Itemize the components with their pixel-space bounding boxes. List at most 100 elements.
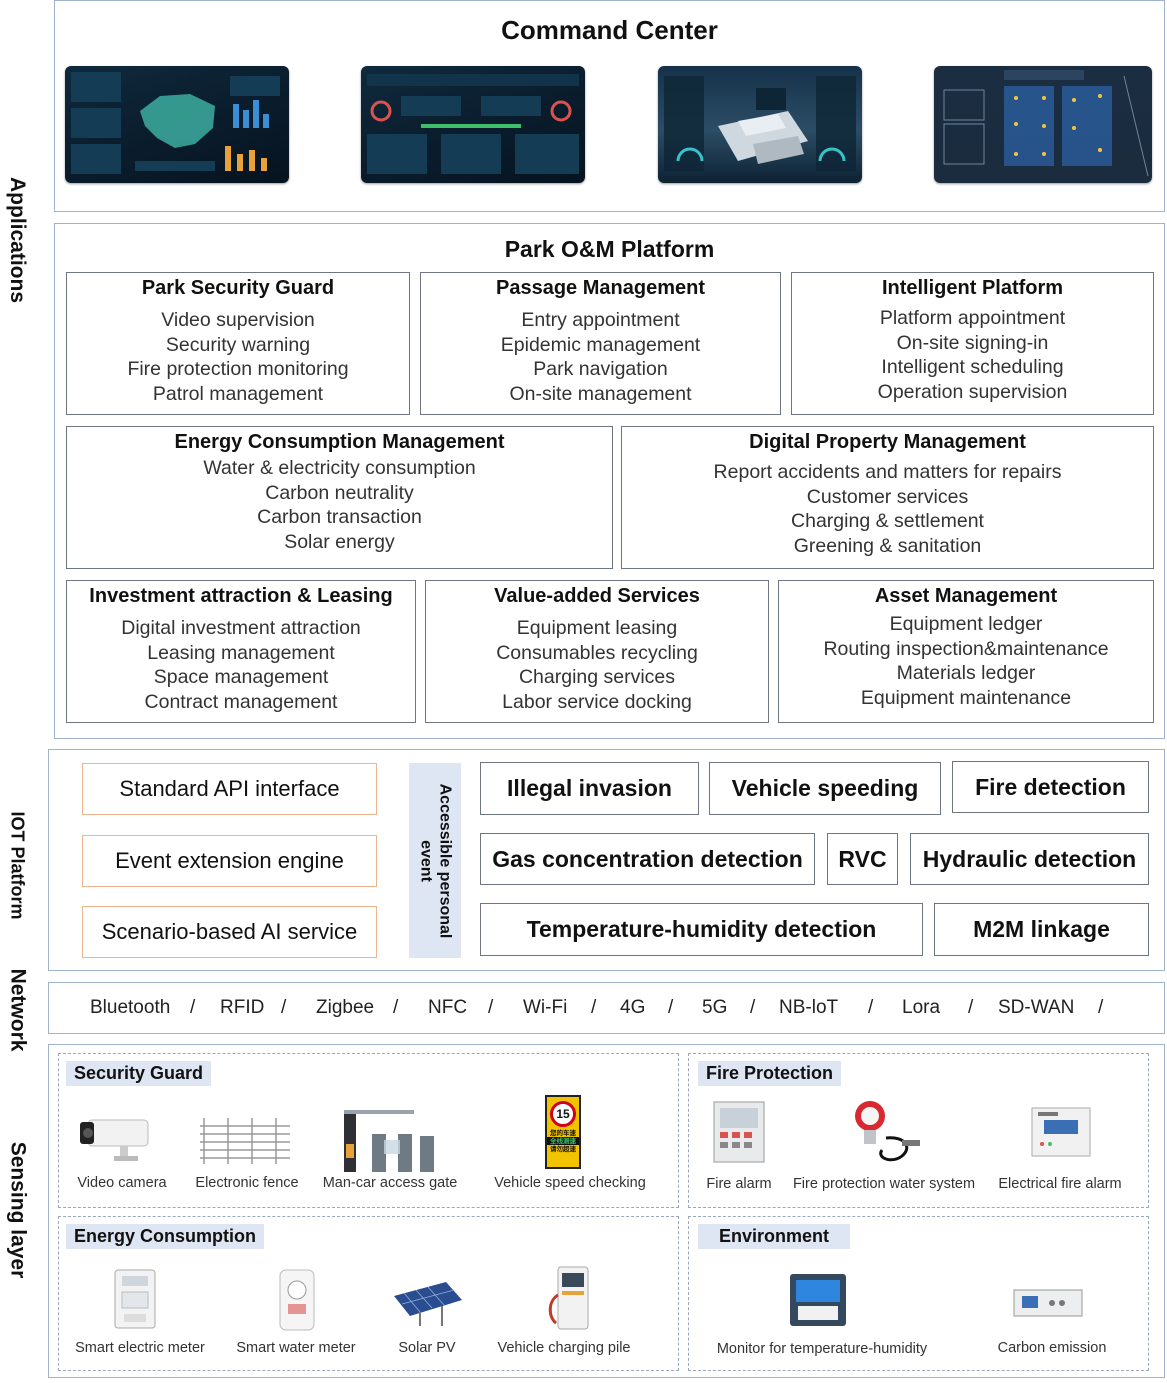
event-fire-detection: Fire detection: [952, 761, 1149, 813]
module-title: Asset Management: [874, 585, 1058, 607]
protocol-sd-wan: SD-WAN: [998, 997, 1075, 1018]
device-label: Carbon emission: [997, 1340, 1107, 1356]
module-item: Labor service docking: [502, 690, 692, 713]
applications-side-label: Applications: [6, 176, 30, 304]
device-label: Smart electric meter: [75, 1340, 205, 1356]
solar-panel-icon: [394, 1282, 462, 1326]
speed-sign-line1: 您的车速: [550, 1129, 576, 1137]
protocol-4g: 4G: [620, 997, 646, 1018]
service-scenario-ai: Scenario-based AI service: [82, 906, 377, 958]
speed-sign-line3: 请勿超速: [550, 1145, 576, 1153]
module-item: Customer services: [806, 485, 969, 508]
map-dashboard-graphic: [71, 72, 280, 174]
module-item: Charging & settlement: [791, 510, 984, 532]
event-m2m-linkage: M2M linkage: [934, 903, 1149, 956]
carbon-emission-analyzer-icon: [1013, 1289, 1083, 1317]
service-standard-api: Standard API interface: [82, 763, 377, 815]
electronic-fence-icon: [200, 1118, 290, 1164]
network-panel: [48, 982, 1165, 1034]
module-item: Park navigation: [533, 358, 668, 380]
module-asset-management: Asset Management Equipment ledger Routin…: [778, 580, 1154, 723]
module-title: Passage Management: [496, 277, 705, 299]
dashboard-screenshot-gauges: [361, 66, 585, 183]
accessible-event-band: Accessible personal event: [409, 763, 461, 958]
electric-meter-icon: [114, 1269, 156, 1329]
module-item: Report accidents and matters for repairs: [713, 461, 1062, 483]
separator: /: [668, 997, 674, 1018]
speed-limit-number: 15: [550, 1101, 576, 1127]
module-item: Water & electricity consumption: [203, 457, 476, 479]
protocol-rfid: RFID: [220, 997, 265, 1018]
separator: /: [868, 997, 874, 1018]
speed-sign-line2: 全线测速: [547, 1137, 579, 1145]
module-title: Value-added Services: [494, 585, 700, 607]
module-item: Intelligent scheduling: [881, 356, 1064, 378]
energy-consumption-tag: Energy Consumption: [66, 1224, 265, 1249]
om-platform-title: Park O&M Platform: [504, 236, 715, 262]
protocol-bluetooth: Bluetooth: [90, 997, 171, 1018]
network-protocol-list: Bluetooth / RFID / Zigbee / NFC / Wi-Fi …: [48, 982, 1165, 1034]
module-title: Digital Property Management: [749, 431, 1026, 453]
device-label: Solar PV: [398, 1340, 456, 1356]
water-pressure-sensor-icon: [855, 1101, 920, 1162]
band-label-line1: Accessible personal: [436, 783, 453, 938]
gauge-dashboard-graphic: [367, 74, 579, 174]
module-item: Consumables recycling: [496, 641, 698, 664]
event-hydraulic-detection: Hydraulic detection: [910, 833, 1149, 885]
module-item: Carbon neutrality: [265, 481, 414, 504]
separator: /: [190, 997, 196, 1018]
protocol-wifi: Wi-Fi: [523, 997, 568, 1018]
network-side-label: Network: [6, 968, 30, 1052]
module-title: Park Security Guard: [141, 277, 335, 299]
water-meter-icon: [279, 1269, 315, 1331]
electrical-fire-alarm-icon: [1031, 1107, 1091, 1157]
event-rvc: RVC: [827, 833, 898, 885]
separator: /: [591, 997, 597, 1018]
module-item: Contract management: [144, 690, 338, 713]
command-center-title: Command Center: [501, 15, 718, 45]
device-label: Electronic fence: [195, 1175, 299, 1191]
dashboard-screenshot-map: [65, 66, 289, 183]
dashboard-screenshot-3d-park: [658, 66, 862, 183]
module-item: Security warning: [165, 333, 311, 356]
protocol-5g: 5G: [702, 997, 728, 1018]
separator: /: [281, 997, 287, 1018]
device-label: Vehicle charging pile: [497, 1340, 631, 1356]
separator: /: [750, 997, 756, 1018]
sensing-side-label: Sensing layer: [6, 1141, 29, 1279]
module-item: Epidemic management: [500, 333, 701, 356]
module-passage-management: Passage Management Entry appointment Epi…: [420, 272, 781, 415]
temperature-humidity-monitor-icon: [790, 1274, 846, 1326]
event-temperature-humidity: Temperature-humidity detection: [480, 903, 923, 956]
module-item: Operation supervision: [877, 380, 1068, 403]
module-item: Leasing management: [147, 641, 335, 664]
command-center-panel: Command Center: [54, 0, 1165, 212]
protocol-nfc: NFC: [428, 997, 468, 1018]
event-gas-concentration: Gas concentration detection: [480, 833, 815, 885]
protocol-zigbee: Zigbee: [316, 997, 375, 1018]
module-title: Investment attraction & Leasing: [89, 585, 393, 607]
module-investment-attraction-leasing: Investment attraction & Leasing Digital …: [66, 580, 416, 723]
module-value-added-services: Value-added Services Equipment leasing C…: [425, 580, 769, 723]
module-item: Greening & sanitation: [793, 534, 982, 557]
device-label: Electrical fire alarm: [998, 1176, 1122, 1192]
module-item: Equipment maintenance: [860, 686, 1072, 709]
module-title: Energy Consumption Management: [174, 431, 505, 453]
module-item: Equipment ledger: [889, 613, 1043, 635]
module-park-security-guard: Park Security Guard Video supervision Se…: [66, 272, 410, 415]
security-guard-tag: Security Guard: [66, 1061, 212, 1086]
device-label: Fire protection water system: [792, 1176, 976, 1192]
module-item: Materials ledger: [896, 662, 1036, 684]
module-title: Intelligent Platform: [881, 277, 1064, 299]
module-item: On-site management: [509, 382, 692, 405]
module-item: Solar energy: [284, 530, 395, 553]
separator: /: [488, 997, 494, 1018]
device-label: Fire alarm: [706, 1176, 772, 1192]
module-item: Digital investment attraction: [121, 617, 361, 639]
module-item: Space management: [153, 666, 329, 688]
environment-tag: Environment: [698, 1224, 850, 1249]
device-label: Smart water meter: [236, 1340, 356, 1356]
device-label: Man-car access gate: [322, 1175, 458, 1191]
module-energy-consumption-management: Energy Consumption Management Water & el…: [66, 426, 613, 569]
park-3d-graphic: [664, 76, 856, 171]
